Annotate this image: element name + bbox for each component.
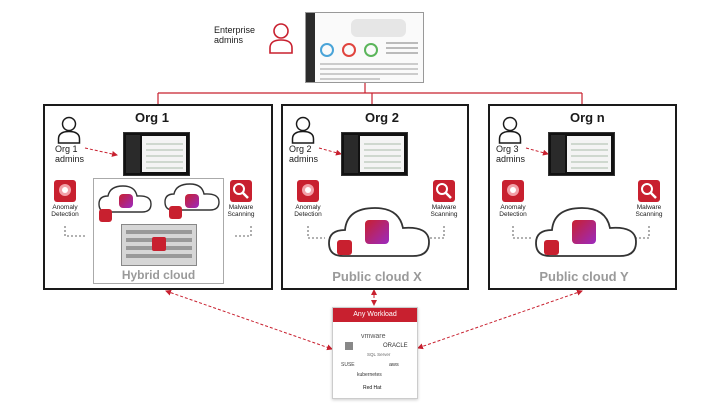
any-workload-card: Any Workload vmware ORACLE SQL Server SU… (332, 307, 418, 399)
org-n-admin-arrow (525, 147, 549, 156)
org-2-admin-icon (291, 116, 315, 144)
database-icon (544, 240, 559, 255)
database-icon (337, 240, 352, 255)
redhat-logo: Red Hat (363, 385, 382, 391)
suse-logo: SUSE (341, 362, 355, 368)
org-1-feature-arrows (64, 226, 252, 237)
anomaly-detection-icon (502, 180, 524, 202)
any-workload-title: Any Workload (333, 308, 417, 322)
enterprise-admin-icon (269, 23, 293, 54)
anomaly-detection-icon (54, 180, 76, 202)
org-2-cloud-label: Public cloud X (332, 269, 422, 284)
org-2-feature-arrows (307, 226, 445, 239)
server-rack-icon (121, 224, 197, 266)
enterprise-dashboard-thumbnail (305, 12, 424, 83)
org-n-feature-arrows (512, 226, 650, 239)
hybrid-cloud-container (93, 178, 224, 284)
org-1-title: Org 1 (135, 110, 169, 125)
database-icon (169, 206, 182, 219)
shield-icon (119, 194, 133, 208)
aws-logo: aws (389, 362, 399, 368)
database-icon (99, 209, 112, 222)
org-1-admin-arrow (84, 147, 118, 157)
sqlserver-logo: SQL Server (367, 352, 391, 357)
org-n-dashboard-thumbnail (548, 132, 615, 176)
org-1-cloud-label: Hybrid cloud (121, 268, 196, 282)
oracle-logo: ORACLE (383, 343, 408, 349)
malware-scanning-icon (230, 180, 252, 202)
org-n-cloud-label: Public cloud Y (539, 269, 629, 284)
org-2-title: Org 2 (365, 110, 399, 125)
windows-logo (345, 342, 353, 350)
org-1-dashboard-thumbnail (123, 132, 190, 176)
kubernetes-logo: kubernetes (357, 372, 382, 378)
malware-scanning-icon (638, 180, 660, 202)
org-n-title: Org n (570, 110, 605, 125)
shield-icon (365, 220, 389, 244)
enterprise-admins-label: Enterprise admins (214, 25, 256, 45)
org-1-admin-icon (57, 116, 81, 144)
anomaly-detection-icon (297, 180, 319, 202)
vmware-logo: vmware (361, 333, 386, 340)
org-2-admin-arrow (318, 147, 342, 156)
malware-scanning-icon (433, 180, 455, 202)
shield-icon (572, 220, 596, 244)
org-2-dashboard-thumbnail (341, 132, 408, 176)
org-n-admin-icon (498, 116, 522, 144)
shield-icon (185, 194, 199, 208)
